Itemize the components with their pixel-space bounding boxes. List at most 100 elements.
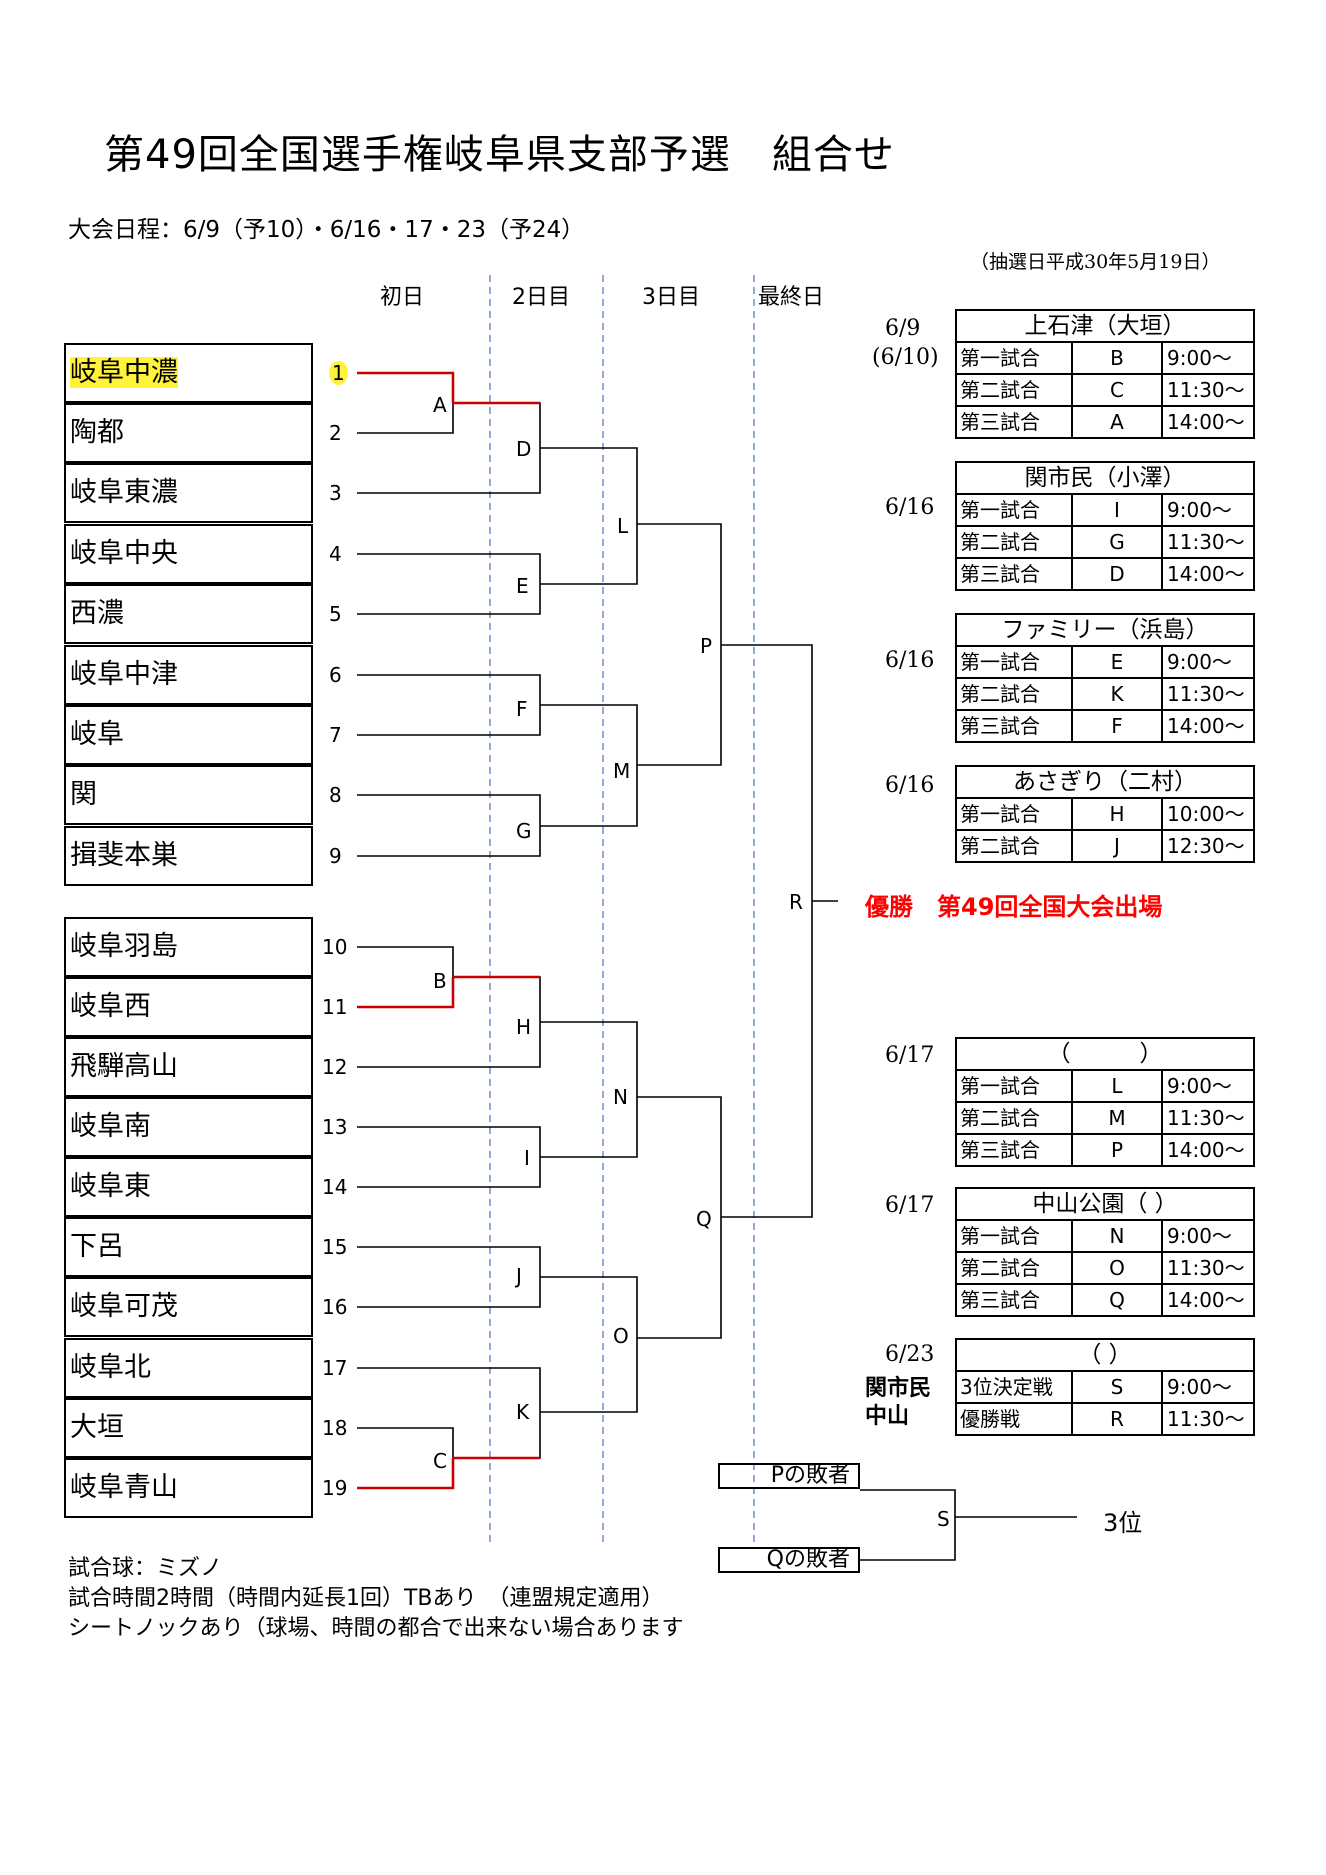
team-name: 西濃: [64, 584, 313, 644]
game-order: 第二試合: [957, 527, 1073, 557]
bracket-line: [357, 1367, 541, 1459]
venue-name: 関市民（小澤）: [957, 463, 1253, 495]
day-header-1: 初日: [380, 285, 425, 310]
start-time: 14:00～: [1167, 1138, 1245, 1162]
seed-number: 11: [322, 995, 348, 1019]
bracket-line: [357, 1126, 541, 1188]
start-time: 9:00～: [1167, 498, 1232, 522]
team-name: 岐阜可茂: [64, 1277, 313, 1337]
game-order: 第三試合: [957, 559, 1073, 589]
seed-number: 17: [322, 1356, 348, 1380]
note-knock: シートノックあり（球場、時間の都合で出来ない場合あります: [68, 1616, 684, 1641]
venue-date: 6/9: [885, 316, 921, 341]
seed-number: 14: [322, 1175, 348, 1199]
venue-date: 関市民: [865, 1376, 932, 1401]
venue-date: 6/16: [885, 773, 935, 798]
loser-q-box: Qの敗者: [718, 1547, 860, 1573]
match-letter: P: [700, 634, 712, 658]
game-order: 第二試合: [957, 679, 1073, 709]
lottery-date: （抽選日平成30年5月19日）: [970, 251, 1221, 273]
bracket-line: [357, 794, 541, 857]
venue-date: 6/23: [885, 1342, 935, 1367]
team-name: 陶都: [64, 403, 313, 463]
match-letter: Q: [1073, 1285, 1163, 1315]
match-letter: B: [1073, 343, 1163, 373]
team-name-text: 岐阜青山: [70, 1472, 178, 1503]
team-name-text: 大垣: [70, 1412, 124, 1443]
game-order: 第二試合: [957, 1103, 1073, 1133]
venue-date: 6/16: [885, 495, 935, 520]
match-letter: L: [1073, 1071, 1163, 1101]
bracket-line: [540, 447, 638, 585]
bracket-line: [540, 1276, 638, 1413]
team-name-text: 岐阜東: [70, 1171, 151, 1202]
team-name: 岐阜中央: [64, 524, 313, 584]
match-letter: C: [1073, 375, 1163, 405]
match-letter: E: [1073, 647, 1163, 677]
venue-name: 上石津（大垣）: [957, 311, 1253, 343]
seed-number: 19: [322, 1476, 348, 1500]
loser-p-box: Pの敗者: [718, 1463, 860, 1489]
game-order: 第二試合: [957, 831, 1073, 861]
game-order: 第一試合: [957, 799, 1073, 829]
bracket-line: [357, 977, 455, 1009]
team-name: 岐阜: [64, 705, 313, 765]
venue-date: 6/16: [885, 648, 935, 673]
page-title: 第49回全国選手権岐阜県支部予選 組合せ: [104, 132, 895, 178]
start-time: 9:00～: [1167, 1074, 1232, 1098]
match-letter: A: [433, 393, 447, 417]
match-letter: N: [1073, 1221, 1163, 1251]
venue-date: 6/17: [885, 1043, 935, 1068]
venue-name: 中山公園（ ）: [957, 1189, 1253, 1221]
bracket-line: [357, 674, 541, 736]
match-letter: H: [1073, 799, 1163, 829]
seed-number: 16: [322, 1295, 348, 1319]
bracket-line: [357, 976, 541, 1068]
venue-name: （ ）: [957, 1340, 1253, 1372]
day-header-2: 2日目: [512, 285, 570, 310]
seed-number: 8: [329, 783, 342, 807]
venue-date: (6/10): [872, 345, 939, 370]
team-name: 岐阜羽島: [64, 917, 313, 977]
game-order: 第三試合: [957, 711, 1073, 741]
game-order: 第二試合: [957, 1253, 1073, 1283]
team-name-text: 岐阜北: [70, 1352, 151, 1383]
match-letter: F: [516, 697, 528, 721]
team-name: 岐阜東: [64, 1157, 313, 1217]
team-name: 大垣: [64, 1398, 313, 1458]
match-letter: E: [516, 574, 529, 598]
seed-number: 10: [322, 935, 348, 959]
start-time: 9:00～: [1167, 1375, 1232, 1399]
match-letter: S: [1073, 1372, 1163, 1402]
game-order: 優勝戦: [957, 1404, 1073, 1434]
match-letter: I: [524, 1146, 530, 1170]
seed-number: 3: [329, 481, 342, 505]
match-letter: F: [1073, 711, 1163, 741]
team-name-text: 揖斐本巣: [70, 840, 178, 871]
bracket-line: [357, 402, 541, 494]
team-name: 岐阜北: [64, 1338, 313, 1398]
venue-date: 6/17: [885, 1193, 935, 1218]
start-time: 11:30～: [1167, 682, 1245, 706]
start-time: 11:30～: [1167, 1256, 1245, 1280]
match-letter: J: [514, 1264, 522, 1288]
match-letter: N: [613, 1085, 628, 1109]
third-place-label: 3位: [1103, 1509, 1143, 1537]
match-letter: I: [1073, 495, 1163, 525]
team-name-text: 岐阜羽島: [70, 931, 178, 962]
seed-number: 7: [329, 723, 342, 747]
game-order: 第三試合: [957, 407, 1073, 437]
game-order: 第一試合: [957, 647, 1073, 677]
team-name-text: 岐阜中濃: [70, 357, 178, 388]
